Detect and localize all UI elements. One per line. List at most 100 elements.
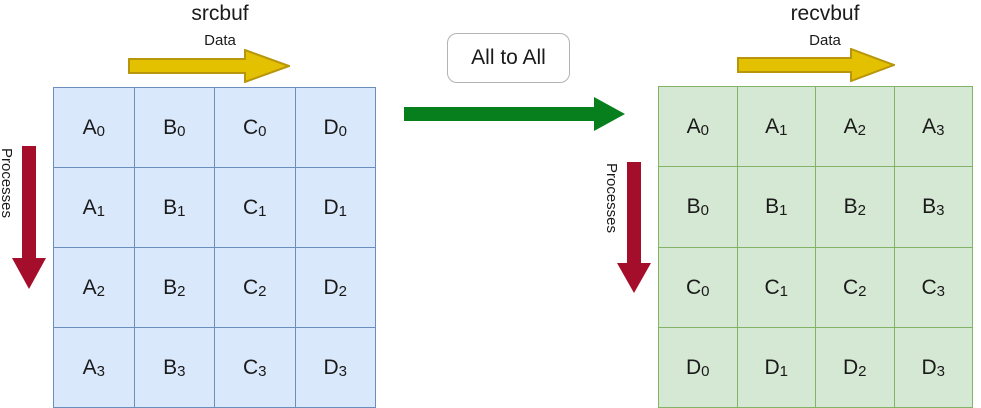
recvbuf-processes-arrow-icon [617, 162, 651, 293]
cell-subscript: 1 [779, 362, 788, 380]
cell-base: C [242, 276, 259, 299]
cell-base: D [323, 196, 339, 219]
srcbuf-data-arrow-icon [128, 49, 290, 83]
cell-subscript: 3 [936, 122, 945, 140]
cell-base: A [765, 115, 780, 139]
cell-base: D [842, 355, 859, 379]
cell-subscript: 3 [936, 282, 945, 300]
cell-subscript: 0 [338, 123, 347, 140]
cell-base: B [686, 195, 701, 219]
cell-base: C [685, 275, 702, 299]
cell-subscript: 2 [177, 283, 186, 300]
cell-base: C [242, 196, 259, 219]
cell-subscript: 3 [936, 202, 945, 220]
cell-subscript: 1 [177, 203, 186, 220]
cell-base: A [82, 356, 97, 379]
cell-base: B [922, 195, 937, 219]
cell-base: C [764, 275, 780, 299]
cell-subscript: 0 [177, 123, 186, 140]
cell-base: D [685, 355, 702, 379]
cell-subscript: 3 [96, 363, 105, 380]
cell-subscript: 0 [701, 362, 710, 380]
cell-subscript: 3 [258, 363, 267, 380]
cell-base: C [242, 356, 259, 379]
cell-base: D [323, 356, 339, 379]
cell-subscript: 2 [258, 283, 267, 300]
cell-base: A [843, 115, 858, 139]
cell-subscript: 1 [338, 203, 347, 220]
cell-subscript: 0 [701, 282, 710, 300]
cell-base: A [686, 115, 701, 139]
recvbuf-data-label: Data [809, 32, 841, 49]
cell-subscript: 1 [779, 122, 788, 140]
cell-subscript: 0 [700, 202, 709, 220]
cell-base: A [82, 196, 97, 219]
cell-subscript: 2 [858, 362, 867, 380]
cell-subscript: 3 [177, 363, 186, 380]
cell-base: A [922, 115, 937, 139]
cell-base: D [323, 116, 339, 139]
cell-base: B [163, 276, 178, 299]
cell-subscript: 3 [936, 362, 945, 380]
cell-base: D [921, 355, 937, 379]
cell-subscript: 2 [858, 282, 867, 300]
cell-subscript: 3 [338, 363, 347, 380]
cell-base: C [921, 275, 937, 299]
cell-base: B [163, 356, 178, 379]
cell-base: B [765, 195, 780, 219]
cell-subscript: 2 [857, 202, 866, 220]
cell-subscript: 0 [700, 122, 709, 140]
cell-subscript: 2 [338, 283, 347, 300]
cell-base: C [242, 116, 259, 139]
cell-base: D [323, 276, 339, 299]
cell-base: B [843, 195, 858, 219]
cell-base: A [82, 116, 97, 139]
cell-subscript: 1 [779, 202, 788, 220]
all-to-all-label-box: All to All [447, 33, 570, 83]
cell-base: A [82, 276, 97, 299]
cell-base: B [163, 116, 178, 139]
cell-base: C [842, 275, 859, 299]
cell-subscript: 2 [96, 283, 105, 300]
cell-subscript: 0 [96, 123, 105, 140]
cell-subscript: 2 [857, 122, 866, 140]
srcbuf-processes-arrow-icon [12, 146, 46, 289]
all-to-all-transfer-arrow-icon [404, 97, 625, 131]
cell-subscript: 0 [258, 123, 267, 140]
recvbuf-data-arrow-icon [737, 48, 895, 82]
srcbuf-data-label: Data [204, 32, 236, 49]
cell-base: D [764, 355, 780, 379]
